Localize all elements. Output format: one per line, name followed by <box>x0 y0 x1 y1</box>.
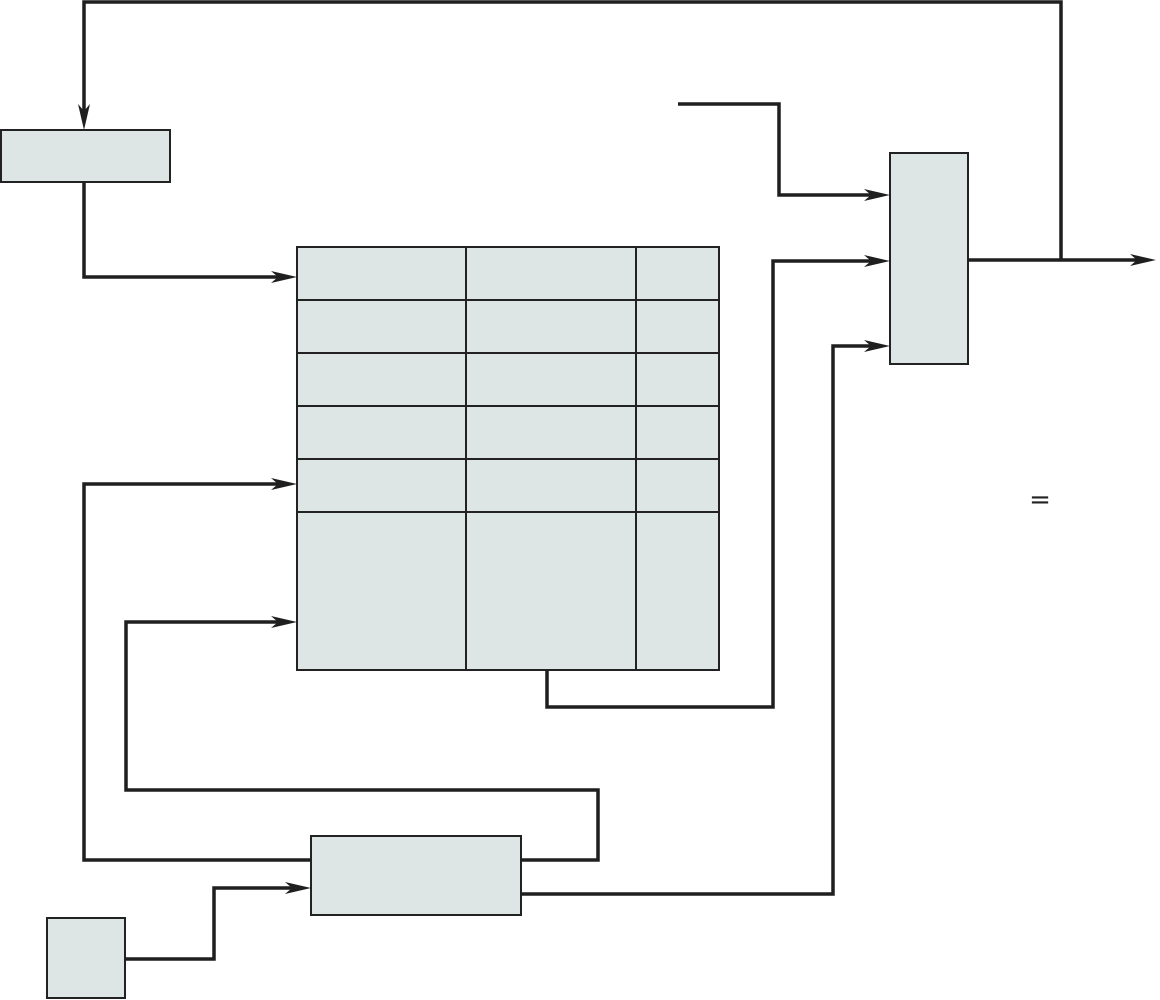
equals-symbol: = <box>1029 485 1051 515</box>
arrowhead <box>1130 254 1156 266</box>
top-left-block <box>0 129 171 183</box>
arrowhead <box>864 255 890 267</box>
bottom-block-to-table-row-connector <box>82 482 311 862</box>
arrowhead <box>864 189 890 201</box>
arrowhead <box>78 104 90 130</box>
arrowhead <box>285 882 311 894</box>
arrowhead <box>271 616 297 628</box>
right-tall-block <box>889 152 969 365</box>
central-table-block <box>296 246 720 671</box>
bottom-block-to-table-lower-connector <box>124 620 600 862</box>
external-input-connector <box>678 102 877 197</box>
table-to-right-block-connector <box>545 259 877 709</box>
feedback-connector <box>82 0 1063 260</box>
arrowhead <box>271 271 297 283</box>
bottom-middle-block <box>310 835 522 916</box>
small-block-to-bottom-block-connector <box>125 886 298 961</box>
arrowhead <box>864 340 890 352</box>
top-left-to-table-connector <box>82 182 284 279</box>
bottom-block-to-right-block-connector <box>521 344 877 896</box>
bottom-left-small-block <box>46 917 126 999</box>
arrowhead <box>271 478 297 490</box>
